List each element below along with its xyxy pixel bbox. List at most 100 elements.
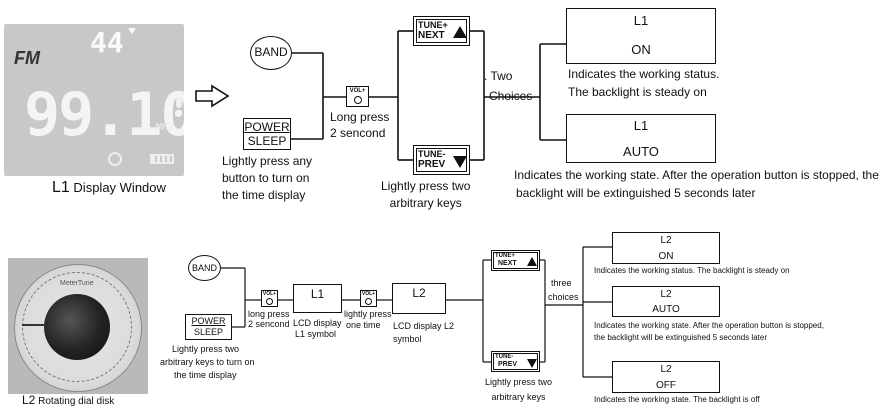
- top-caption: L1 Display Window: [52, 179, 166, 197]
- choices-line1: . Two: [484, 66, 532, 86]
- vol-icon-2-label: VOL+: [361, 291, 376, 297]
- l1-auto-state-box: L1 AUTO: [566, 114, 716, 163]
- dial-brand-label: MeterTune: [60, 280, 94, 287]
- l1-on-value: ON: [567, 42, 715, 57]
- lcd-band: FM: [14, 48, 40, 69]
- band-label-bottom: BAND: [192, 263, 217, 273]
- power-sleep-button-bottom[interactable]: POWER SLEEP: [185, 314, 232, 340]
- power-desc-line1: Lightly press any: [222, 153, 312, 170]
- l1-symbol-box: L1: [293, 284, 342, 313]
- l2-auto-title: L2: [613, 289, 719, 301]
- lightbulb-icon: [365, 298, 372, 305]
- l1-on-desc-line1: Indicates the working status.: [568, 65, 719, 83]
- tune-next-inner: TUNE+ NEXT: [416, 19, 467, 43]
- tune-prev-button-bottom[interactable]: TUNE- PREV: [491, 351, 540, 372]
- l2-symbol-box: L2: [392, 283, 446, 314]
- bottom-long-press-line1: long press: [248, 309, 290, 319]
- dial-pointer: [22, 324, 44, 326]
- l1-on-title: L1: [567, 13, 715, 28]
- tune-prev-bottom-label1: TUNE-: [495, 354, 513, 360]
- caption-label: L1: [52, 179, 70, 196]
- vol-plus-icon: VOL+: [346, 86, 369, 107]
- l2-symbol-label: L2: [393, 286, 445, 300]
- l2-auto-desc-line1: Indicates the working state. After the o…: [594, 320, 824, 332]
- triangle-down-icon: [453, 156, 467, 168]
- vol-plus-icon-1: VOL+: [261, 290, 278, 307]
- l1-auto-title: L1: [567, 118, 715, 133]
- l1-symbol-desc-line2: L1 symbol: [295, 329, 342, 340]
- choices-line2: Choices: [489, 86, 532, 106]
- lightly-press-one-time: lightly press one time: [344, 309, 392, 331]
- triangle-up-icon: [527, 257, 537, 266]
- tune-next-button[interactable]: TUNE+ NEXT: [413, 16, 470, 46]
- side-dot: [176, 98, 182, 108]
- l2-off-value: OFF: [613, 380, 719, 392]
- l2-on-value: ON: [613, 251, 719, 263]
- l2-symbol-desc: LCD display L2 symbol: [393, 320, 454, 346]
- bottom-keys-desc-line1: Lightly press two: [485, 375, 552, 390]
- tune-next-label2: NEXT: [418, 30, 445, 41]
- caption-text: Display Window: [73, 180, 165, 195]
- bottom-keys-desc: Lightly press two arbitrary keys: [485, 375, 552, 405]
- l2-auto-desc-line2: the backlight will be extinguished 5 sec…: [594, 332, 824, 344]
- bottom-long-press-line2: 2 sencond: [248, 319, 290, 329]
- l2-symbol-desc-line1: LCD display L2: [393, 320, 454, 333]
- l2-auto-value: AUTO: [613, 304, 719, 316]
- power-desc-line2: button to turn on: [222, 170, 312, 187]
- lcd-frequency: 99.10: [24, 80, 184, 150]
- bottom-keys-desc-line2: arbitrary keys: [485, 390, 552, 405]
- l1-on-desc-line2: The backlight is steady on: [568, 83, 719, 101]
- band-button-bottom[interactable]: BAND: [188, 255, 221, 281]
- l2-on-title: L2: [613, 235, 719, 247]
- l1-auto-desc-line2: backlight will be extinguished 5 seconds…: [516, 184, 879, 202]
- l1-auto-desc: Indicates the working state. After the o…: [514, 166, 879, 202]
- l1-symbol-desc-line1: LCD display: [293, 318, 342, 329]
- power-desc-line3: the time display: [222, 187, 312, 204]
- l2-on-desc: Indicates the working status. The backli…: [594, 266, 790, 275]
- lightbulb-icon: [354, 96, 362, 104]
- dial-knob: [44, 294, 110, 360]
- l2-symbol-desc-line2: symbol: [393, 333, 454, 346]
- tune-prev-label1: TUNE-: [418, 149, 446, 159]
- alarm-icon: [108, 152, 122, 166]
- lcd-display-window: FM 44 99.10 MHZ: [4, 24, 184, 176]
- power-sleep-button[interactable]: POWER SLEEP: [243, 118, 291, 150]
- bottom-power-desc: Lightly press two arbitrary keys to turn…: [160, 343, 255, 382]
- sleep-label-bottom: SLEEP: [186, 327, 231, 338]
- band-label: BAND: [254, 45, 287, 59]
- bottom-choices-line2: choices: [548, 290, 579, 304]
- tune-next-bottom-label1: TUNE+: [495, 253, 515, 259]
- l2-auto-desc: Indicates the working state. After the o…: [594, 320, 824, 344]
- l2-auto-state-box: L2 AUTO: [612, 286, 720, 317]
- bottom-caption-text: Rotating dial disk: [38, 396, 114, 407]
- vol-icon-1-label: VOL+: [262, 291, 277, 297]
- lcd-channel: 44: [90, 26, 124, 59]
- lightly-line2: one time: [346, 320, 392, 331]
- tune-prev-inner-bottom: TUNE- PREV: [493, 353, 538, 370]
- bottom-power-desc-line1: Lightly press two: [172, 343, 255, 356]
- tune-next-bottom-label2: NEXT: [498, 260, 517, 267]
- rotating-dial-photo: MeterTune: [8, 258, 148, 394]
- power-label-bottom: POWER: [186, 316, 231, 327]
- triangle-down-icon: [527, 359, 537, 368]
- l1-auto-desc-line1: Indicates the working state. After the o…: [514, 166, 879, 184]
- tune-prev-bottom-label2: PREV: [498, 361, 517, 368]
- tune-next-button-bottom[interactable]: TUNE+ NEXT: [491, 250, 540, 271]
- long-press-line1: Long press: [330, 109, 389, 125]
- l2-on-state-box: L2 ON: [612, 232, 720, 264]
- bottom-choices-line1: three: [551, 276, 579, 290]
- bottom-power-desc-line3: the time display: [174, 369, 255, 382]
- power-desc: Lightly press any button to turn on the …: [222, 153, 312, 204]
- lcd-unit: MHZ: [156, 122, 174, 133]
- long-press-desc: Long press 2 sencond: [330, 109, 389, 141]
- tune-prev-button[interactable]: TUNE- PREV: [413, 145, 470, 175]
- tune-prev-inner: TUNE- PREV: [416, 148, 467, 172]
- long-press-line2: 2 sencond: [330, 125, 389, 141]
- band-button[interactable]: BAND: [250, 36, 292, 70]
- l1-auto-value: AUTO: [567, 144, 715, 159]
- vol-icon-label: VOL+: [347, 87, 368, 95]
- tune-prev-label2: PREV: [418, 159, 445, 170]
- bottom-long-press: long press 2 sencond: [248, 309, 290, 329]
- top-choices-label: . Two Choices: [484, 66, 532, 106]
- l1-on-state-box: L1 ON: [566, 8, 716, 64]
